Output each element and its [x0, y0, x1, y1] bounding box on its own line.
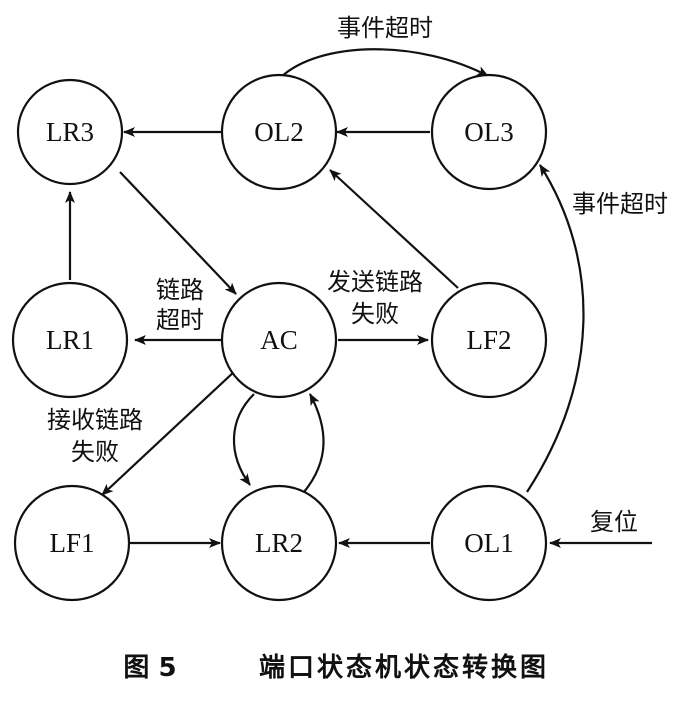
label-ac-lf1-line2: 失败	[71, 438, 119, 466]
node-ol1-circle	[430, 484, 548, 602]
node-ol2-circle	[220, 73, 338, 191]
edges	[65, 48, 652, 548]
node-lr2: LR2	[220, 484, 338, 602]
node-lf1-label: LF1	[49, 528, 94, 558]
label-ac-lf2-line2: 失败	[351, 300, 399, 328]
label-ol2-ol3-timeout: 事件超时	[337, 14, 433, 42]
node-lr1-circle	[11, 281, 129, 399]
figure-caption: 图 5 端口状态机状态转换图	[123, 652, 549, 683]
node-ol2-label: OL2	[254, 117, 304, 147]
node-lr1: LR1	[11, 281, 129, 399]
node-ol1: OL1	[430, 484, 548, 602]
edge-lf2-to-ol2	[329, 169, 459, 289]
edge-ac-to-lf1	[101, 369, 237, 496]
node-ol3-circle	[430, 73, 548, 191]
node-ol3-label: OL3	[464, 117, 514, 147]
node-lr1-label: LR1	[46, 325, 94, 355]
nodes: LR3 OL2 OL3 LR1 AC LF2 LF1 LR2	[11, 73, 548, 602]
caption-title: 端口状态机状态转换图	[259, 652, 549, 683]
label-ac-lr1-line2: 超时	[156, 306, 204, 334]
node-lr2-label: LR2	[255, 528, 303, 558]
node-lr3-label: LR3	[46, 117, 94, 147]
node-lf2: LF2	[430, 281, 548, 399]
node-ac-label: AC	[260, 325, 298, 355]
node-lf2-circle	[430, 281, 548, 399]
label-ol1-ol3-timeout: 事件超时	[572, 190, 668, 218]
edge-lr3-to-ac	[119, 171, 237, 295]
edge-ac-to-lr2	[232, 393, 255, 486]
node-ol3: OL3	[430, 73, 548, 191]
label-reset: 复位	[590, 508, 638, 536]
node-ol1-label: OL1	[464, 528, 514, 558]
edge-labels: 事件超时 事件超时 链路 超时 发送链路 失败 接收链路 失败 复位	[47, 14, 668, 536]
edge-ol2-to-ol3	[279, 48, 489, 79]
node-lf1: LF1	[13, 484, 131, 602]
node-ol2: OL2	[220, 73, 338, 191]
node-lf1-circle	[13, 484, 131, 602]
label-ac-lf1-line1: 接收链路	[47, 406, 143, 434]
edge-ol1-to-ol3	[526, 164, 585, 493]
node-lr3-circle	[16, 78, 124, 186]
node-ac-circle	[220, 281, 338, 399]
node-lr2-circle	[220, 484, 338, 602]
caption-figure-number: 图 5	[123, 653, 176, 683]
edge-lr2-to-ac	[303, 393, 325, 493]
label-ac-lr1-line1: 链路	[156, 276, 204, 304]
node-ac: AC	[220, 281, 338, 399]
label-ac-lf2-line1: 发送链路	[327, 268, 423, 296]
node-lf2-label: LF2	[466, 325, 511, 355]
node-lr3: LR3	[16, 78, 124, 186]
